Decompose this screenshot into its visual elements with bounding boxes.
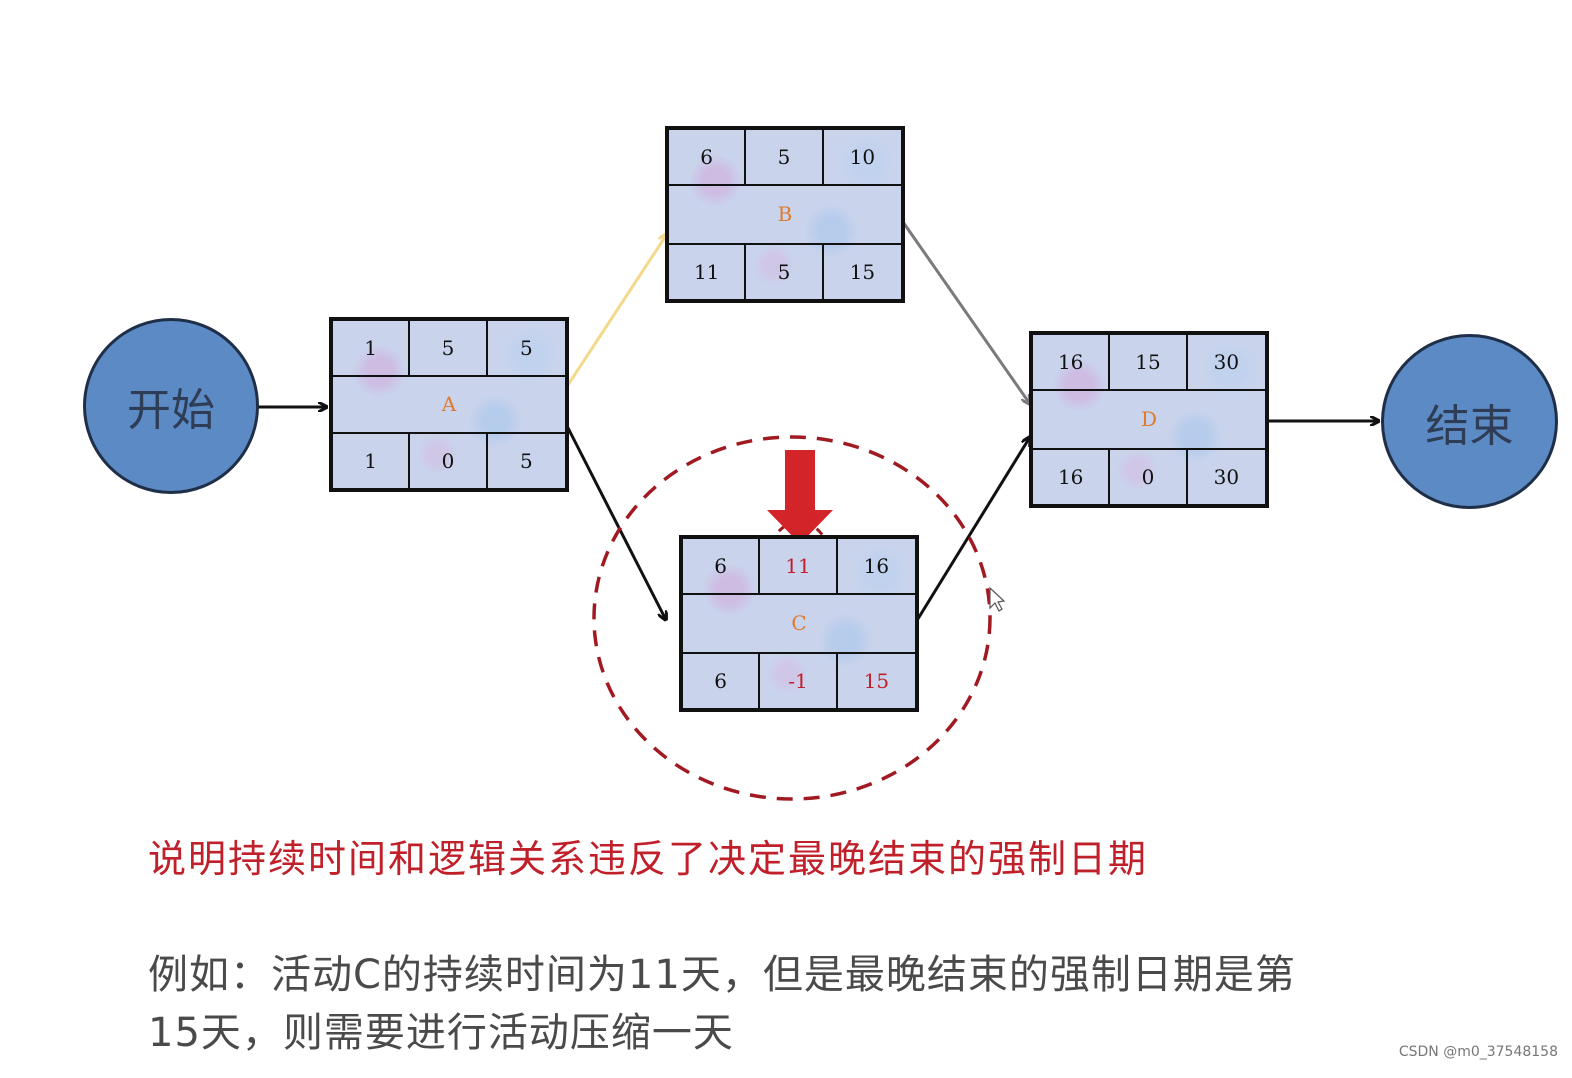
- end-node: 结束: [1381, 334, 1558, 509]
- start-label: 开始: [127, 385, 215, 436]
- early-start: 6: [683, 539, 761, 594]
- cursor-icon: [989, 586, 1006, 612]
- late-finish: 5: [519, 449, 533, 474]
- early-start: 16: [1033, 335, 1111, 390]
- early-finish: 5: [519, 335, 533, 360]
- down-arrow-icon: [767, 450, 833, 544]
- total-float: 0: [1110, 449, 1188, 504]
- late-start: 1: [333, 434, 411, 488]
- node-bottom-row: 11 5 15: [669, 242, 901, 299]
- node-bottom-row: 16 0 30: [1033, 447, 1265, 504]
- activity-name: A: [441, 392, 457, 417]
- activity-name: B: [777, 202, 793, 227]
- late-start: 6: [683, 653, 761, 708]
- node-top-row: 6 5 10: [669, 130, 901, 187]
- activity-name: D: [1140, 407, 1158, 432]
- late-finish: 30: [1213, 464, 1240, 489]
- start-node: 开始: [83, 318, 259, 494]
- end-label: 结束: [1425, 400, 1514, 452]
- late-finish: 15: [849, 259, 876, 284]
- activity-node-a: 1 5 5 A 1 0 5: [329, 317, 569, 492]
- early-start: 1: [333, 321, 411, 375]
- activity-name: C: [791, 611, 807, 636]
- late-start: 11: [669, 244, 747, 299]
- duration: 15: [1110, 335, 1188, 390]
- duration: 5: [410, 321, 488, 375]
- edge-b-d: [901, 221, 1030, 404]
- activity-node-c: 6 11 16 C 6 -1 15: [679, 535, 919, 712]
- node-bottom-row: 1 0 5: [333, 432, 565, 488]
- edge-a-b: [564, 234, 667, 389]
- late-start: 16: [1033, 449, 1111, 504]
- early-start: 6: [669, 130, 747, 185]
- node-top-row: 6 11 16: [683, 539, 915, 596]
- early-finish: 10: [849, 145, 876, 170]
- edge-c-d: [914, 437, 1030, 623]
- example-text-line-2: 15天，则需要进行活动压缩一天: [148, 1010, 734, 1056]
- highlight-dashed-circle: [592, 435, 992, 801]
- explanation-note: 说明持续时间和逻辑关系违反了决定最晚结束的强制日期: [148, 837, 1149, 881]
- activity-node-d: 16 15 30 D 16 0 30: [1029, 331, 1269, 508]
- node-top-row: 1 5 5: [333, 321, 565, 377]
- early-finish: 16: [863, 554, 890, 579]
- duration: 5: [746, 130, 824, 185]
- example-text-line-1: 例如：活动C的持续时间为11天，但是最晚结束的强制日期是第: [148, 952, 1296, 998]
- activity-node-b: 6 5 10 B 11 5 15: [665, 126, 905, 303]
- late-finish: 15: [863, 668, 890, 693]
- total-float: 0: [410, 434, 488, 488]
- early-finish: 30: [1213, 350, 1240, 375]
- edge-a-c: [564, 423, 666, 620]
- duration: 11: [760, 539, 838, 594]
- total-float: -1: [760, 653, 838, 708]
- watermark: CSDN @m0_37548158: [1398, 1044, 1558, 1060]
- node-top-row: 16 15 30: [1033, 335, 1265, 392]
- total-float: 5: [746, 244, 824, 299]
- node-bottom-row: 6 -1 15: [683, 651, 915, 708]
